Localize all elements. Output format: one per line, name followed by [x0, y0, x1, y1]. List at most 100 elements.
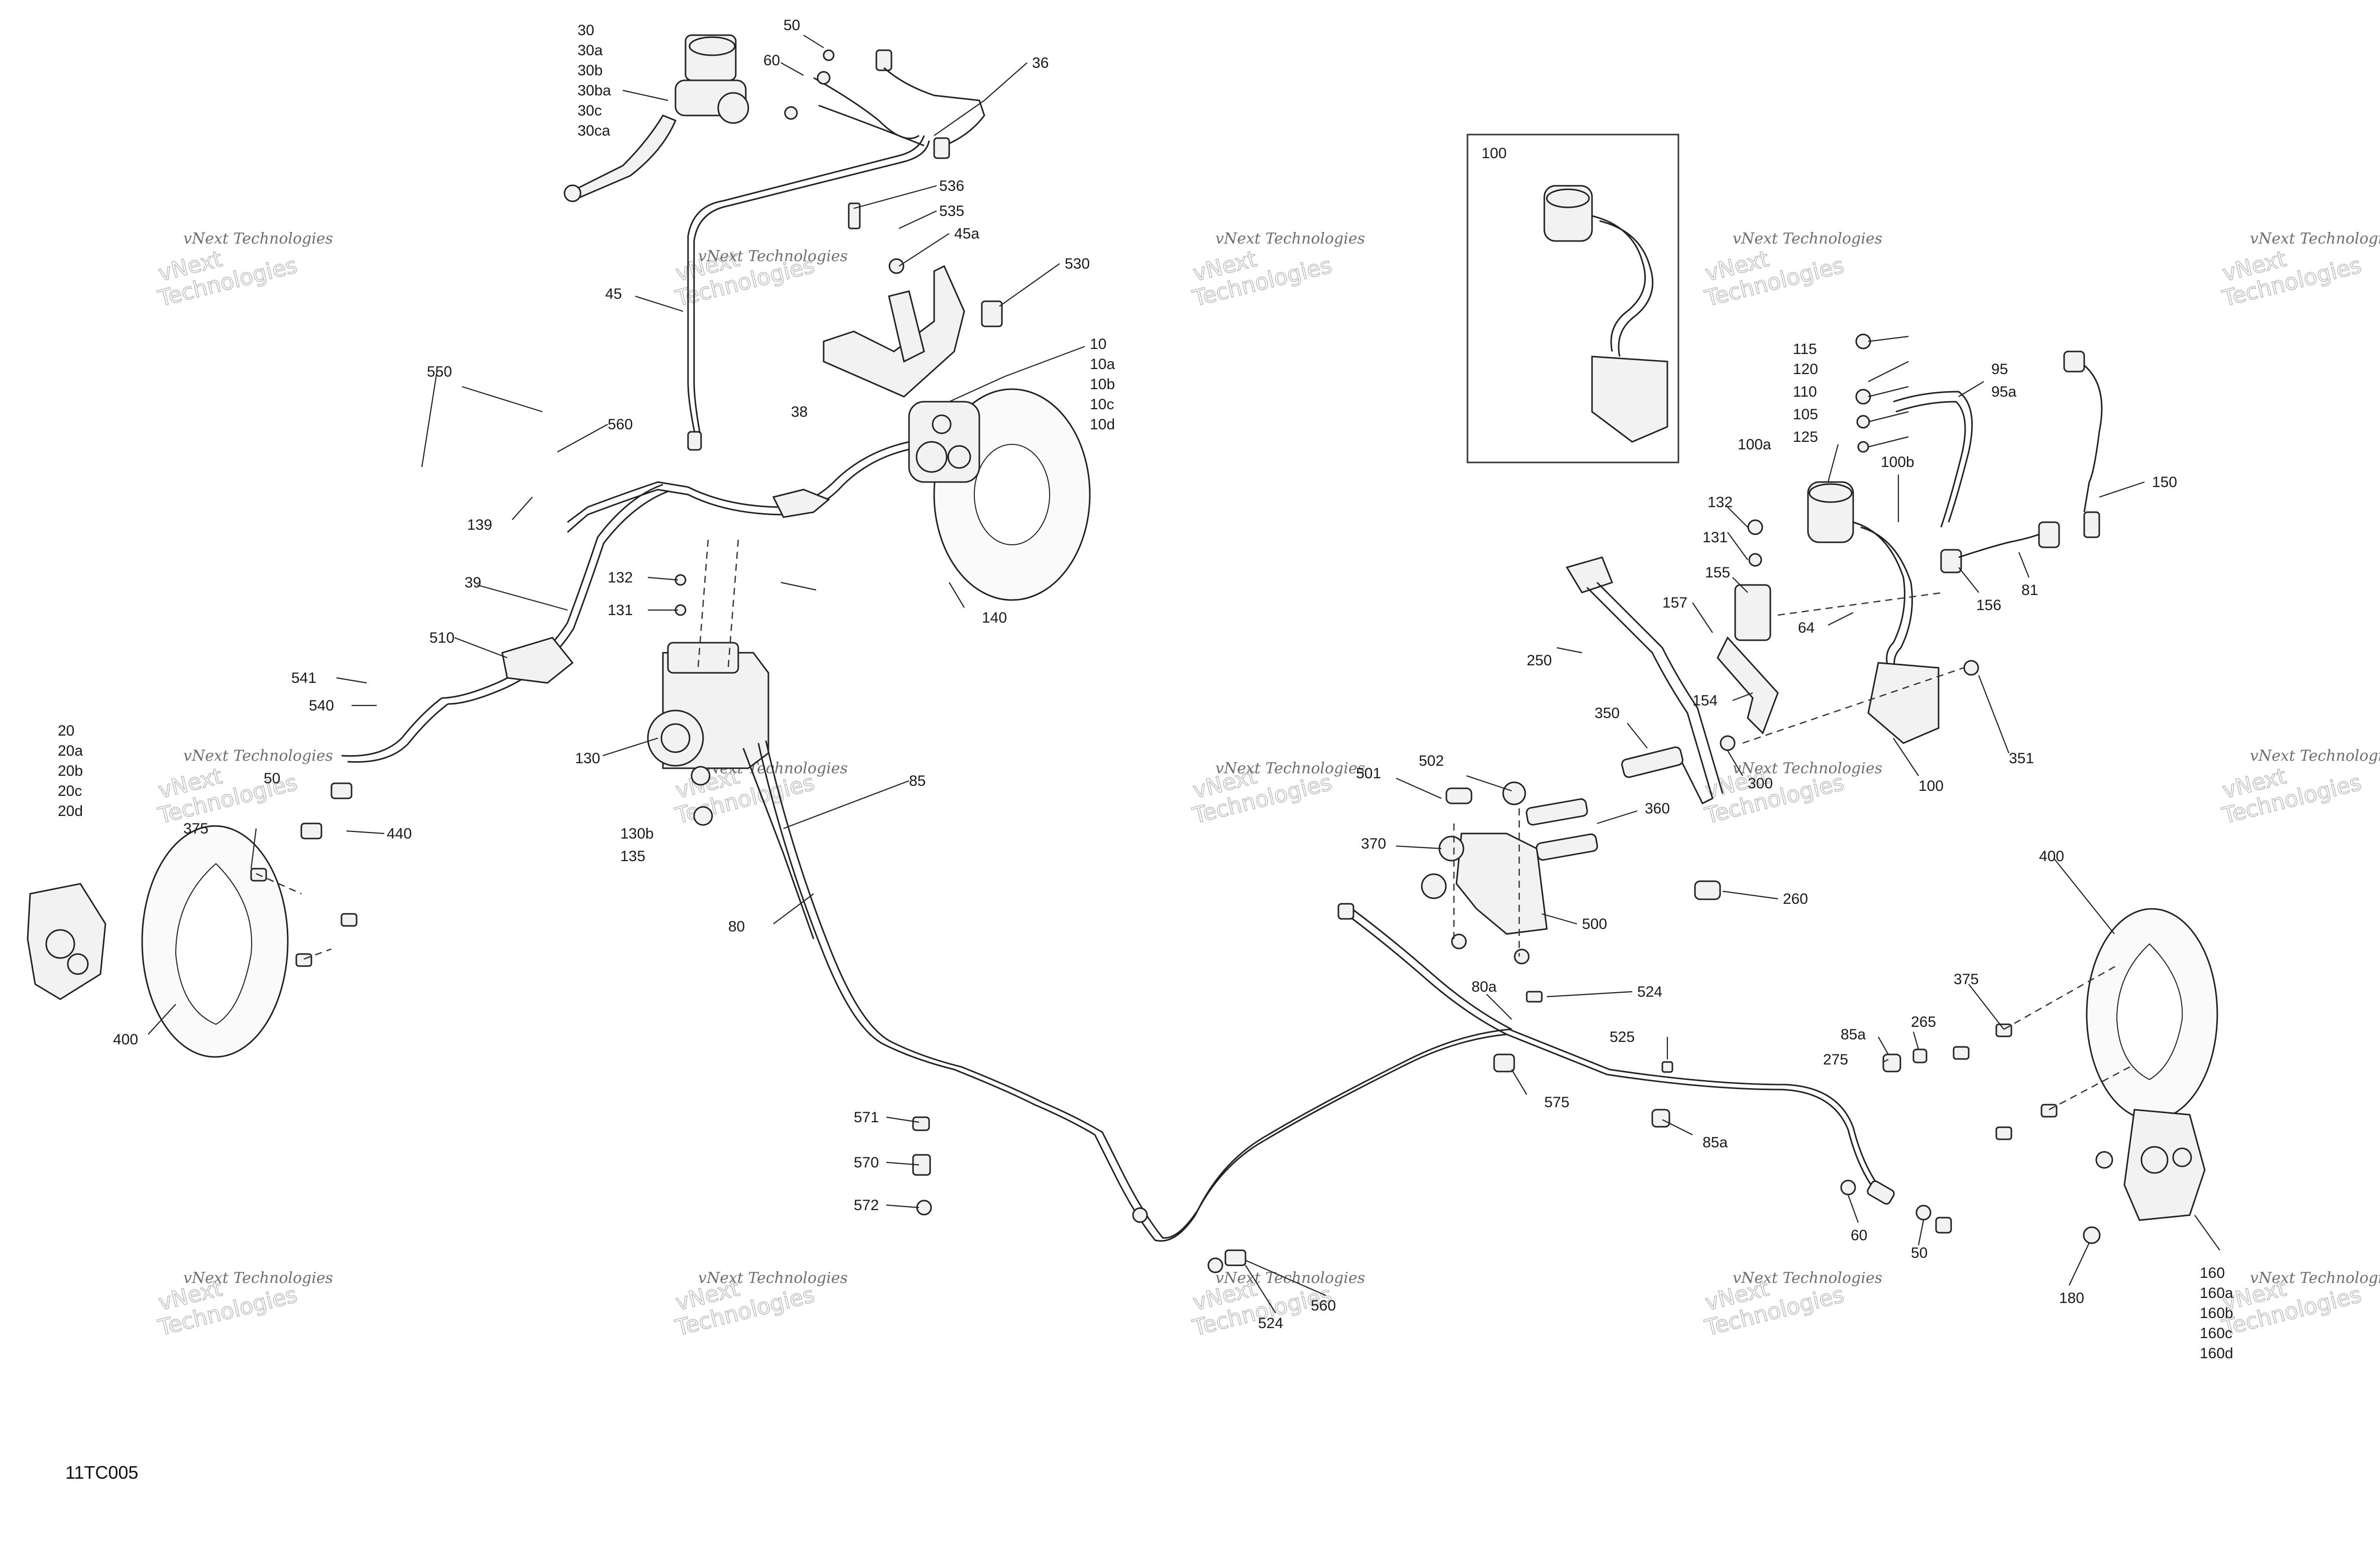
callout-360: 360	[1645, 800, 1670, 817]
callout-535: 535	[939, 203, 964, 219]
rear-master-cylinder-detail	[1543, 185, 1668, 443]
rear-master-cylinder	[1807, 333, 2103, 744]
callout-300: 300	[1748, 775, 1773, 792]
callout-60: 60	[763, 52, 780, 69]
callout-10a: 10a	[1090, 356, 1115, 373]
callout-350: 350	[1595, 705, 1620, 722]
callout-81: 81	[2021, 582, 2038, 599]
callout-265: 265	[1911, 1014, 1936, 1030]
callout-155: 155	[1705, 564, 1730, 581]
callout-100b: 100b	[1881, 454, 1914, 470]
leader-lines	[148, 35, 2220, 1314]
callout-85a: 85a	[1841, 1026, 1866, 1043]
callout-524: 524	[1637, 984, 1662, 1000]
callout-64: 64	[1798, 620, 1815, 636]
callout-30c: 30c	[578, 102, 602, 119]
svg-text:vNext Technologies: vNext Technologies	[183, 1269, 333, 1287]
callout-95: 95	[1991, 361, 2008, 378]
callout-50: 50	[783, 17, 800, 34]
callout-95a: 95a	[1991, 384, 2016, 400]
callout-400-left: 400	[113, 1031, 138, 1048]
callout-20c: 20c	[58, 783, 82, 799]
diagram-code: 11TC005	[65, 1462, 138, 1483]
callout-50-left: 50	[264, 770, 280, 787]
callout-130: 130	[575, 750, 600, 767]
callout-157: 157	[1662, 595, 1687, 611]
callout-370: 370	[1361, 836, 1386, 852]
callout-20b: 20b	[58, 763, 83, 779]
brake-hose-front	[687, 49, 985, 451]
callout-524-lower: 524	[1258, 1315, 1283, 1332]
callout-100-pedal: 100	[1918, 778, 1944, 794]
callout-156: 156	[1976, 597, 2001, 614]
svg-text:vNext Technologies: vNext Technologies	[2250, 747, 2380, 765]
callout-labels: 30 30a 30b 30ba 30c 30ca 50 60 36 536 53…	[58, 17, 2233, 1483]
callout-260: 260	[1783, 891, 1808, 907]
callout-541: 541	[291, 670, 316, 686]
callout-10c: 10c	[1090, 396, 1114, 413]
callout-39: 39	[465, 574, 481, 591]
callout-10d: 10d	[1090, 416, 1115, 433]
callout-85: 85	[909, 773, 926, 789]
callout-150: 150	[2152, 474, 2177, 491]
brake-light-switch	[1717, 519, 1779, 735]
callout-536: 536	[939, 178, 964, 194]
callout-351: 351	[2009, 750, 2034, 767]
callout-501: 501	[1356, 765, 1381, 782]
callout-550: 550	[427, 364, 452, 380]
callout-440: 440	[387, 825, 412, 842]
brake-lines-main	[742, 740, 1884, 1242]
callout-400-right: 400	[2039, 848, 2064, 865]
callout-575: 575	[1544, 1094, 1569, 1111]
callout-30ca: 30ca	[578, 123, 610, 139]
pedal-bracket	[1421, 781, 1721, 965]
callout-571: 571	[854, 1109, 879, 1126]
callout-131-rear: 131	[1703, 529, 1728, 546]
callout-560-lower: 560	[1311, 1297, 1336, 1314]
callout-10b: 10b	[1090, 376, 1115, 393]
svg-text:vNext Technologies: vNext Technologies	[2250, 230, 2380, 248]
callout-570: 570	[854, 1154, 879, 1171]
abs-bracket	[823, 202, 1003, 398]
callout-105: 105	[1793, 406, 1818, 423]
svg-text:vNext Technologies: vNext Technologies	[1733, 230, 1882, 248]
front-master-cylinder	[563, 34, 749, 202]
callout-139: 139	[467, 517, 492, 533]
right-rear-disc-and-caliper	[1953, 908, 2218, 1244]
svg-text:vNext Technologies: vNext Technologies	[1733, 760, 1882, 777]
callout-502: 502	[1419, 753, 1444, 769]
callout-132: 132	[608, 569, 633, 586]
svg-text:vNext Technologies: vNext Technologies	[1215, 1269, 1365, 1287]
callout-160d: 160d	[2200, 1345, 2233, 1362]
callout-130b: 130b	[620, 825, 654, 842]
callout-160c: 160c	[2200, 1325, 2232, 1342]
svg-text:vNext Technologies: vNext Technologies	[698, 248, 848, 265]
callout-250: 250	[1527, 652, 1552, 669]
callout-85a-lower: 85a	[1703, 1134, 1728, 1151]
callout-525: 525	[1610, 1029, 1635, 1045]
callout-135: 135	[620, 848, 645, 865]
callout-45a: 45a	[954, 225, 979, 242]
svg-text:vNext Technologies: vNext Technologies	[183, 747, 333, 765]
front-caliper-and-disc	[908, 388, 1091, 601]
callout-530: 530	[1065, 256, 1090, 272]
callout-20: 20	[58, 723, 74, 739]
callout-500: 500	[1582, 916, 1607, 932]
callout-560: 560	[608, 416, 633, 433]
brake-pedal	[1565, 556, 1979, 805]
callout-131: 131	[608, 602, 633, 619]
callout-80a: 80a	[1471, 979, 1497, 995]
